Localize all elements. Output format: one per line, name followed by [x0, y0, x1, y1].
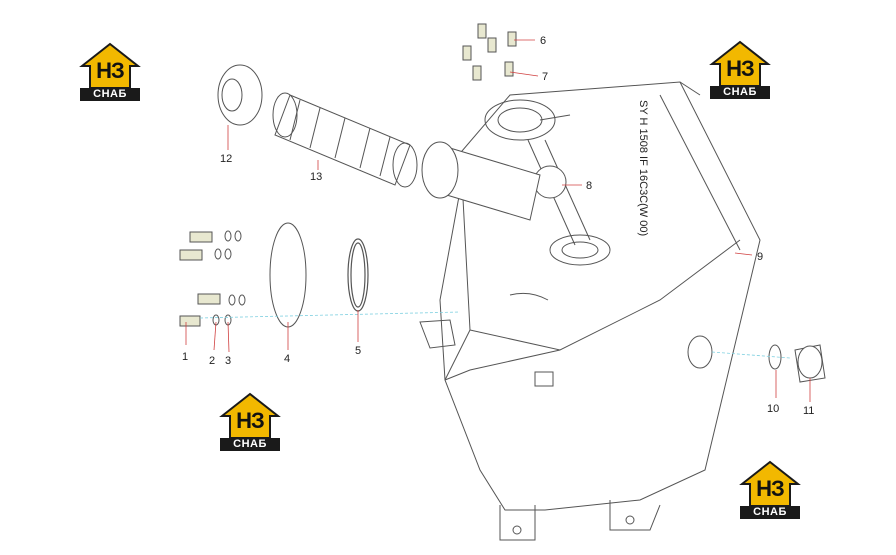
callout-8: 8	[586, 180, 592, 192]
callout-2: 2	[209, 355, 215, 367]
callout-12: 12	[220, 153, 232, 165]
filter-element-13	[272, 92, 541, 221]
cover-gasket-4	[269, 222, 307, 328]
logo-bottom-right: НЗ СНАБ	[738, 458, 802, 522]
bolts-6-7	[462, 23, 517, 81]
logo-letters: НЗ	[756, 476, 785, 501]
logo-word: СНАБ	[80, 88, 140, 101]
logo-word: СНАБ	[710, 86, 770, 99]
callout-labels: 1 2 3 4 5 6 7 8 9 10 11 12 13	[182, 35, 814, 417]
logo-top-left: НЗ СНАБ	[78, 40, 142, 104]
washer-10	[768, 344, 782, 370]
callout-13: 13	[310, 171, 322, 183]
plug-11	[794, 344, 826, 383]
callout-5: 5	[355, 345, 361, 357]
callout-7: 7	[542, 71, 548, 83]
bolts-1	[179, 231, 221, 327]
logo-word: СНАБ	[220, 438, 280, 451]
logo-word: СНАБ	[740, 506, 800, 519]
leader-lines	[185, 39, 811, 402]
callout-1: 1	[182, 351, 188, 363]
tank-marking: SY H 1508 IF 16C3C(W 00)	[637, 100, 649, 236]
cap-12	[217, 64, 263, 126]
logo-letters: НЗ	[236, 408, 265, 433]
callout-3: 3	[225, 355, 231, 367]
hydraulic-tank-9	[419, 81, 761, 541]
callout-4: 4	[284, 353, 290, 365]
washers-2-3	[212, 230, 246, 326]
logo-bottom-left: НЗ СНАБ	[218, 390, 282, 454]
assembly-axes	[199, 311, 791, 359]
callout-9: 9	[757, 251, 763, 263]
callout-10: 10	[767, 403, 779, 415]
callout-6: 6	[540, 35, 546, 47]
o-ring-5	[347, 238, 369, 312]
logo-letters: НЗ	[96, 58, 125, 83]
callout-11: 11	[803, 405, 814, 417]
logo-letters: НЗ	[726, 56, 755, 81]
logo-top-right: НЗ СНАБ	[708, 38, 772, 102]
